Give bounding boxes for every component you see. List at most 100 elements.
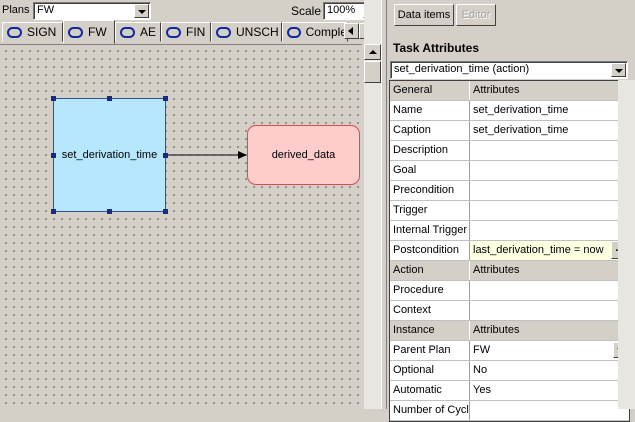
- attribute-key: Optional: [390, 361, 470, 380]
- canvas-scrollbar[interactable]: [364, 0, 381, 409]
- attribute-value[interactable]: [470, 201, 629, 220]
- chevron-down-icon[interactable]: [134, 4, 149, 18]
- grid-scrollbar[interactable]: [618, 80, 635, 409]
- plan-oval-icon: [120, 26, 135, 38]
- attribute-row[interactable]: Precondition: [390, 181, 629, 201]
- plan-oval-icon: [166, 26, 181, 38]
- attribute-row[interactable]: Optional No: [390, 361, 629, 381]
- resize-handle[interactable]: [51, 96, 56, 101]
- task-node-label: set_derivation_time: [61, 149, 158, 161]
- attribute-row[interactable]: Automatic Yes: [390, 381, 629, 401]
- attribute-key: Name: [390, 101, 470, 120]
- resize-handle[interactable]: [163, 153, 168, 158]
- section-column-label: Attributes: [473, 84, 520, 96]
- tab-label: Comple: [305, 25, 347, 39]
- attribute-value[interactable]: [470, 401, 629, 420]
- attribute-key: Procedure: [390, 281, 470, 300]
- resize-handle[interactable]: [107, 209, 112, 214]
- attribute-row[interactable]: Internal Trigger: [390, 221, 629, 241]
- attribute-row[interactable]: Context: [390, 301, 629, 321]
- resize-handle[interactable]: [163, 209, 168, 214]
- task-node[interactable]: set_derivation_time: [51, 96, 168, 214]
- plans-label: Plans: [2, 4, 30, 16]
- tab-comple[interactable]: Comple: [282, 22, 348, 42]
- attribute-key: Parent Plan: [390, 341, 470, 360]
- task-selector[interactable]: set_derivation_time (action): [390, 61, 628, 79]
- scroll-thumb[interactable]: [364, 61, 381, 83]
- editor-button[interactable]: Editor: [456, 4, 496, 26]
- tab-fw[interactable]: FW: [63, 20, 115, 44]
- attribute-value[interactable]: last_derivation_time = now...: [470, 241, 629, 260]
- parent-plan-value: FW: [473, 344, 491, 356]
- attribute-row[interactable]: Number of Cycles: [390, 401, 629, 421]
- plan-oval-icon: [287, 26, 301, 38]
- splitter[interactable]: [381, 0, 386, 409]
- attribute-value[interactable]: set_derivation_time: [473, 104, 569, 116]
- tab-sign[interactable]: SIGN: [2, 22, 63, 42]
- attribute-key: Precondition: [390, 181, 470, 200]
- connector-layer: [166, 151, 247, 159]
- attribute-key: Description: [390, 141, 470, 160]
- panel-title: Task Attributes: [393, 41, 480, 55]
- attribute-value[interactable]: FW: [470, 341, 629, 360]
- scale-label: Scale: [291, 4, 322, 18]
- attribute-value[interactable]: [470, 181, 629, 200]
- data-node[interactable]: derived_data: [247, 125, 360, 185]
- tab-unsch[interactable]: UNSCH: [211, 22, 282, 42]
- section-label: Action: [390, 261, 470, 280]
- connector-arrowhead: [238, 151, 247, 159]
- attribute-key: Caption: [390, 121, 470, 140]
- plan-oval-icon: [68, 26, 83, 38]
- attribute-key: Context: [390, 301, 470, 320]
- postcondition-text: last_derivation_time = now: [473, 244, 604, 256]
- attribute-key: Postcondition: [390, 241, 470, 260]
- attribute-row-postcondition[interactable]: Postcondition last_derivation_time = now…: [390, 241, 629, 261]
- plan-oval-icon: [7, 26, 22, 38]
- attribute-row[interactable]: Trigger: [390, 201, 629, 221]
- data-node-label: derived_data: [271, 149, 336, 161]
- attribute-row[interactable]: Description: [390, 141, 629, 161]
- attribute-value[interactable]: [470, 221, 629, 240]
- resize-handle[interactable]: [163, 96, 168, 101]
- tab-label: FIN: [186, 25, 206, 39]
- attribute-row[interactable]: Procedure: [390, 281, 629, 301]
- attribute-row[interactable]: Goal: [390, 161, 629, 181]
- attribute-key: Goal: [390, 161, 470, 180]
- attribute-key: Internal Trigger: [390, 221, 470, 240]
- section-label: General: [390, 81, 470, 100]
- attribute-row-parent-plan[interactable]: Parent Plan FW: [390, 341, 629, 361]
- plans-select-value: FW: [37, 4, 55, 16]
- plan-oval-icon: [216, 26, 231, 38]
- section-label: Instance: [390, 321, 470, 340]
- attribute-grid: General Attributes Name set_derivation_t…: [389, 80, 630, 422]
- tab-label: SIGN: [27, 25, 57, 39]
- scroll-up-button[interactable]: [364, 44, 381, 60]
- attribute-row[interactable]: Name set_derivation_time: [390, 101, 629, 121]
- resize-handle[interactable]: [107, 96, 112, 101]
- attribute-value[interactable]: [470, 281, 629, 300]
- attribute-value[interactable]: [470, 301, 629, 320]
- attribute-key: Automatic: [390, 381, 470, 400]
- tab-label: UNSCH: [236, 25, 279, 39]
- plans-select[interactable]: FW: [33, 2, 151, 20]
- tab-fin[interactable]: FIN: [161, 22, 211, 42]
- attribute-key: Trigger: [390, 201, 470, 220]
- tab-ae[interactable]: AE: [115, 22, 161, 42]
- tab-label: FW: [88, 25, 107, 39]
- data-items-button[interactable]: Data items: [394, 4, 454, 26]
- attribute-row[interactable]: Caption set_derivation_time: [390, 121, 629, 141]
- grid-section-header: General Attributes: [390, 81, 629, 101]
- attribute-value[interactable]: Yes: [473, 384, 491, 396]
- attribute-key: Number of Cycles: [390, 401, 470, 420]
- resize-handle[interactable]: [51, 153, 56, 158]
- grid-section-header: Instance Attributes: [390, 321, 629, 341]
- chevron-down-icon[interactable]: [611, 63, 626, 77]
- attribute-value[interactable]: [470, 141, 629, 160]
- attribute-value[interactable]: [470, 161, 629, 180]
- section-column-label: Attributes: [473, 324, 520, 336]
- attribute-value[interactable]: set_derivation_time: [473, 124, 569, 136]
- task-selector-value: set_derivation_time (action): [394, 63, 530, 75]
- tab-scroll-left-button[interactable]: [344, 23, 359, 39]
- resize-handle[interactable]: [51, 209, 56, 214]
- attribute-value[interactable]: No: [473, 364, 488, 376]
